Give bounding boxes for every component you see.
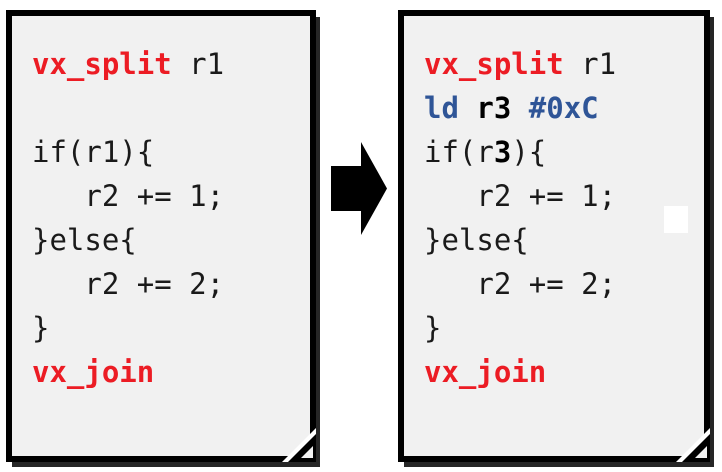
code-token: } bbox=[32, 311, 50, 345]
page-fold-icon bbox=[282, 428, 316, 462]
code-line: vx_join bbox=[424, 350, 696, 394]
code-token: #0xC bbox=[528, 91, 599, 125]
code-line: r2 += 2; bbox=[32, 262, 302, 306]
code-line bbox=[32, 86, 302, 130]
page-fold-flap-inner bbox=[695, 446, 707, 458]
page-fold-flap bbox=[288, 434, 316, 462]
code-token: if(r1){ bbox=[32, 135, 155, 169]
code-token bbox=[511, 91, 528, 125]
code-token: r2 += 2; bbox=[32, 267, 225, 301]
code-line: }else{ bbox=[32, 218, 302, 262]
code-token: vx_split bbox=[32, 47, 172, 81]
code-card-before: vx_split r1 if(r1){ r2 += 1; }else{ r2 +=… bbox=[6, 10, 316, 462]
code-token: vx_join bbox=[424, 355, 547, 389]
code-line: } bbox=[424, 306, 696, 350]
code-token: r1 bbox=[563, 47, 617, 81]
code-line: } bbox=[32, 306, 302, 350]
code-line: }else{ bbox=[424, 218, 696, 262]
code-token: r2 += 1; bbox=[424, 179, 617, 213]
code-line: if(r3){ bbox=[424, 130, 696, 174]
code-token: r1 bbox=[171, 47, 225, 81]
code-line: r2 += 1; bbox=[32, 174, 302, 218]
code-token: vx_split bbox=[424, 47, 564, 81]
code-token: }else{ bbox=[32, 223, 137, 257]
page-fold-icon bbox=[676, 428, 710, 462]
page-fold-flap-inner bbox=[301, 446, 313, 458]
right-arrow-icon bbox=[331, 142, 387, 235]
code-line: ld r3 #0xC bbox=[424, 86, 696, 130]
code-block-before: vx_split r1 if(r1){ r2 += 1; }else{ r2 +=… bbox=[32, 42, 302, 394]
code-token: r2 += 1; bbox=[32, 179, 225, 213]
page-fold-cut bbox=[282, 428, 316, 462]
code-line: r2 += 2; bbox=[424, 262, 696, 306]
code-token: r3 bbox=[476, 91, 512, 125]
code-line: vx_join bbox=[32, 350, 302, 394]
page-fold-flap bbox=[682, 434, 710, 462]
code-token: }else{ bbox=[424, 223, 529, 257]
code-token: ){ bbox=[511, 135, 547, 169]
edit-highlight-patch bbox=[664, 206, 688, 233]
code-token: ld bbox=[424, 91, 459, 125]
code-line: if(r1){ bbox=[32, 130, 302, 174]
code-token bbox=[459, 91, 476, 125]
code-token: if(r bbox=[424, 135, 494, 169]
page-fold-cut bbox=[676, 428, 710, 462]
code-token: } bbox=[424, 311, 442, 345]
code-line: r2 += 1; bbox=[424, 174, 696, 218]
code-line: vx_split r1 bbox=[32, 42, 302, 86]
code-line: vx_split r1 bbox=[424, 42, 696, 86]
code-token: r2 += 2; bbox=[424, 267, 617, 301]
code-token: vx_join bbox=[32, 355, 155, 389]
code-token: 3 bbox=[493, 135, 512, 169]
